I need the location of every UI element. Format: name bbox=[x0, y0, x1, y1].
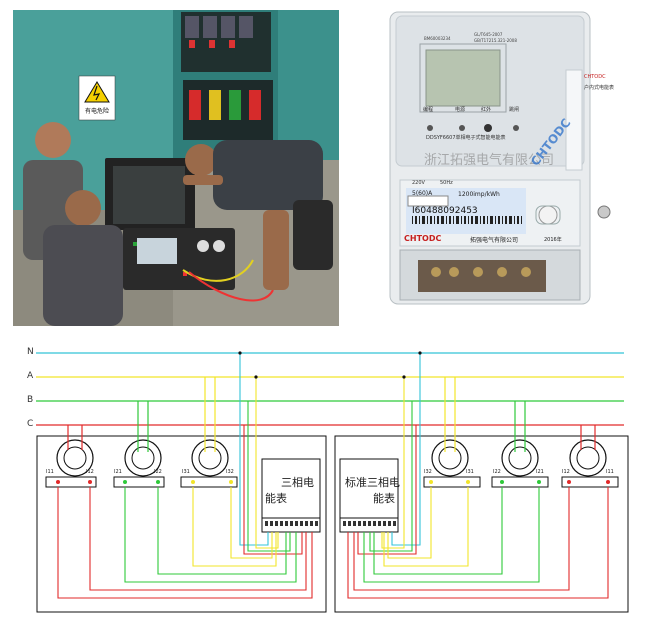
meter-brand-logo: CHTODC bbox=[404, 234, 442, 243]
meter-spec-frequency: 50Hz bbox=[440, 180, 453, 186]
field-test-illustration bbox=[13, 10, 339, 326]
left-ct-3-s1: I31 bbox=[182, 469, 190, 475]
right-meter-label-line1: 标准三相电 bbox=[345, 476, 400, 489]
right-ct-2-s1: I22 bbox=[493, 469, 501, 475]
right-ct-2 bbox=[491, 439, 549, 488]
left-ct-1-s1: I11 bbox=[46, 469, 54, 475]
bus-label-b: B bbox=[27, 395, 34, 405]
left-meter-label-line1: 三相电 bbox=[281, 476, 314, 489]
bus-label-n: N bbox=[27, 347, 34, 357]
meter-model-text: DDSYF6607单相电子式智能电能表 bbox=[426, 135, 506, 141]
meter-standard-1: GL/T645-2007 bbox=[474, 32, 503, 37]
meter-spec-constant: 1200imp/kWh bbox=[458, 191, 500, 198]
right-ct-1-s2: I31 bbox=[466, 469, 474, 475]
meter-spec-current: 5(60)A bbox=[412, 190, 433, 197]
right-test-box bbox=[334, 435, 629, 613]
meter-button-label-4: 跳闸 bbox=[509, 107, 520, 113]
left-ct-3-s2: I32 bbox=[226, 469, 234, 475]
meter-side-brand: CHTODC bbox=[584, 74, 606, 80]
bus-label-a: A bbox=[27, 371, 34, 381]
meter-side-label: 户内式电能表 bbox=[584, 85, 615, 91]
warning-sign-text: 有电危险 bbox=[84, 108, 109, 115]
right-ct-3 bbox=[561, 439, 619, 488]
left-meter-label-line2: 能表 bbox=[265, 492, 287, 505]
left-meter-terminal-strip bbox=[261, 517, 321, 533]
meter-year: 2016年 bbox=[544, 237, 562, 243]
meter-button-label-3: 红外 bbox=[481, 107, 492, 113]
meter-standard-2: GB/T17215.321-2008 bbox=[474, 38, 517, 43]
right-ct-2-s2: I21 bbox=[536, 469, 544, 475]
meter-spec-voltage: 220V bbox=[412, 180, 425, 186]
left-ct-3 bbox=[180, 439, 238, 488]
right-ct-3-s2: I11 bbox=[606, 469, 614, 475]
left-ct-2 bbox=[113, 439, 165, 488]
meter-photo: BM60003234 GL/T645-2007 GB/T17215.321-20… bbox=[378, 10, 640, 310]
left-ct-2-s2: I22 bbox=[154, 469, 162, 475]
meter-barcode-number: I60488092453 bbox=[412, 206, 478, 216]
meter-illustration bbox=[389, 11, 611, 305]
left-ct-1-s2: I12 bbox=[86, 469, 94, 475]
meter-button-label-2: 电源 bbox=[455, 107, 466, 113]
right-ct-1-s1: I32 bbox=[424, 469, 432, 475]
right-ct-1 bbox=[423, 439, 481, 488]
left-ct-1 bbox=[45, 439, 97, 488]
right-ct-3-s1: I12 bbox=[562, 469, 570, 475]
bus-label-c: C bbox=[27, 419, 34, 429]
meter-serial-top: BM60003234 bbox=[424, 36, 451, 41]
right-meter-label-line2: 能表 bbox=[373, 492, 395, 505]
field-test-photo: 有电危险 bbox=[13, 10, 339, 326]
meter-company-name: 拓强电气有限公司 bbox=[470, 237, 519, 244]
left-test-box bbox=[36, 435, 327, 613]
meter-button-label-1: 编程 bbox=[423, 107, 434, 113]
right-meter-terminal-strip bbox=[339, 517, 399, 533]
left-ct-2-s1: I21 bbox=[114, 469, 122, 475]
watermark-company-text: 浙江拓强电气有限公司 bbox=[424, 153, 555, 168]
